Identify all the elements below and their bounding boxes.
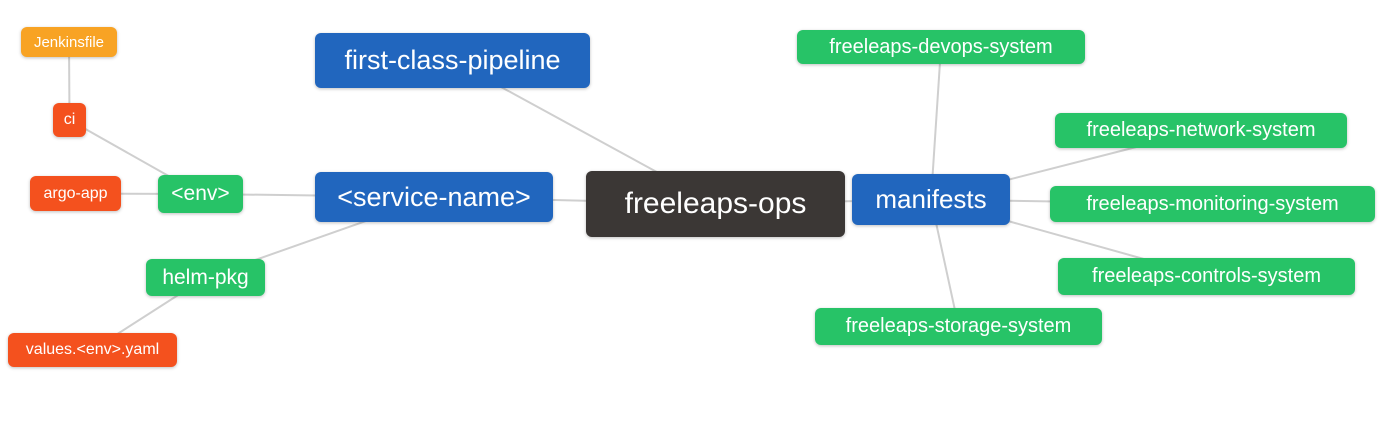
- node-env[interactable]: <env>: [158, 175, 243, 213]
- node-freeleaps-monitoring-system[interactable]: freeleaps-monitoring-system: [1050, 186, 1375, 222]
- node-values-env-yaml[interactable]: values.<env>.yaml: [8, 333, 177, 367]
- node-manifests[interactable]: manifests: [852, 174, 1010, 225]
- node-freeleaps-devops-system[interactable]: freeleaps-devops-system: [797, 30, 1085, 64]
- node-freeleaps-controls-system[interactable]: freeleaps-controls-system: [1058, 258, 1355, 295]
- node-freeleaps-storage-system[interactable]: freeleaps-storage-system: [815, 308, 1102, 345]
- node-freeleaps-ops[interactable]: freeleaps-ops: [586, 171, 845, 237]
- node-jenkinsfile[interactable]: Jenkinsfile: [21, 27, 117, 57]
- node-ci[interactable]: ci: [53, 103, 86, 137]
- node-service-name[interactable]: <service-name>: [315, 172, 553, 222]
- node-argo-app[interactable]: argo-app: [30, 176, 121, 211]
- node-first-class-pipeline[interactable]: first-class-pipeline: [315, 33, 590, 88]
- node-freeleaps-network-system[interactable]: freeleaps-network-system: [1055, 113, 1347, 148]
- node-helm-pkg[interactable]: helm-pkg: [146, 259, 265, 296]
